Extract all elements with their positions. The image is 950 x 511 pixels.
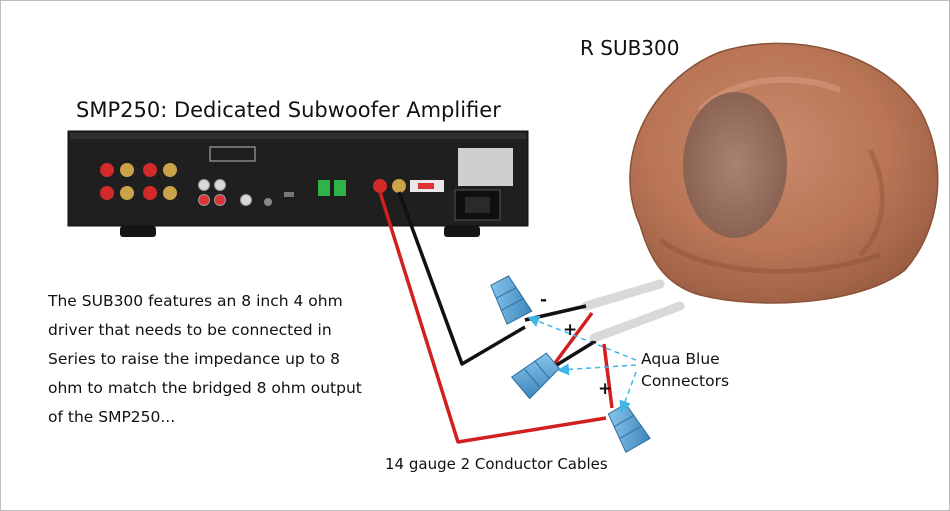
description-line: driver that needs to be connected in: [48, 321, 332, 339]
description-text: The SUB300 features an 8 inch 4 ohm driv…: [48, 287, 378, 432]
level-knob: [264, 198, 272, 206]
description-line: The SUB300 features an 8 inch 4 ohm: [48, 292, 343, 310]
speaker-title: R SUB300: [580, 36, 680, 60]
connector-middle: [510, 352, 560, 400]
red-lead-bottom: [602, 343, 614, 409]
description-line: ohm to match the bridged 8 ohm output: [48, 379, 362, 397]
description-line: Series to raise the impedance up to 8: [48, 350, 341, 368]
connector-top: [490, 275, 533, 325]
wire-connectors: [490, 275, 651, 454]
amp-foot-right: [444, 226, 480, 237]
rca-line-jacks: [198, 179, 252, 206]
speaker-leads: [581, 279, 685, 343]
connectors-label-line: Aqua Blue: [641, 350, 720, 368]
connector-bottom: [607, 403, 651, 454]
black-lead-top: [524, 304, 587, 322]
minus-sign-top: -: [540, 290, 548, 310]
speaker-grille: [683, 92, 787, 238]
amplifier-title: SMP250: Dedicated Subwoofer Amplifier: [76, 98, 501, 122]
connectors-label-line: Connectors: [641, 372, 730, 390]
red-wire-amp: [378, 191, 607, 444]
caution-label: [209, 146, 256, 162]
plus-sign-bottom: +: [598, 379, 613, 399]
plus-sign-top: +: [563, 320, 578, 340]
trigger-terminals: [318, 180, 346, 196]
description-line: of the SMP250...: [48, 408, 176, 426]
black-wire-amp: [397, 191, 526, 366]
cable-label: 14 gauge 2 Conductor Cables: [385, 455, 608, 473]
spec-label: [458, 148, 513, 186]
connectors-label: Aqua Blue Connectors: [641, 348, 729, 392]
trigger-switch: [284, 192, 294, 197]
red-lead-top: [553, 311, 594, 365]
connector-pointer-arrows: [527, 315, 637, 413]
black-lead-bottom: [554, 340, 595, 368]
subwoofer-output-terminals: [373, 179, 406, 193]
amp-foot-left: [120, 226, 156, 237]
wires: [378, 191, 614, 444]
amplifier-smp250: [67, 130, 529, 237]
speaker-level-terminals: [100, 163, 177, 200]
rock-speaker: [629, 42, 939, 304]
minus-sign-bottom: -: [590, 332, 598, 352]
